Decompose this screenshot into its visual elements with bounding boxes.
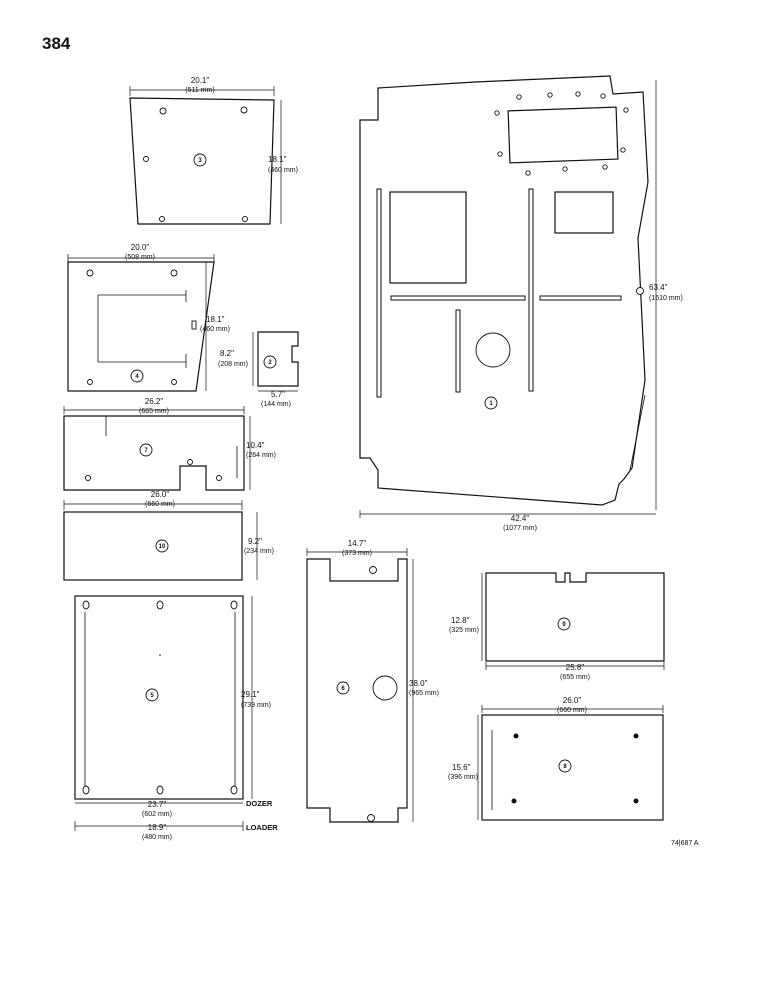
panel-2-height-in: 8.2" [220, 349, 234, 358]
panel-5-dozer-width-mm: (602 mm) [142, 811, 172, 818]
panel-3-number: 3 [198, 158, 202, 164]
panel-4-width-mm: (508 mm) [125, 254, 155, 261]
panel-6-number: 6 [341, 686, 345, 692]
panel-10-width-in: 26.0" [151, 490, 170, 499]
panel-6-height-mm: (965 mm) [409, 690, 439, 697]
panel-5-dozer-width-in: 23.7" [148, 800, 167, 809]
panel-4-height-mm: (460 mm) [200, 326, 230, 333]
page-number: 384 [42, 34, 71, 53]
panel-3-height-mm: (460 mm) [268, 167, 298, 174]
panel-7-height-mm: (264 mm) [246, 452, 276, 459]
panel-8-width-mm: (660 mm) [557, 707, 587, 714]
panel-5-number: 5 [150, 693, 154, 699]
panel-3: 3 20.1" (511 mm) 18.1" (460 mm) [129, 76, 298, 225]
panel-5-loader-width-mm: (480 mm) [142, 834, 172, 841]
panel-5: 5 29.1" (739 mm) 23.7" (602 mm) DOZER 18… [74, 595, 278, 841]
panel-1: 1 63.4" (1610 mm) 42.4" (1077 mm) [359, 75, 683, 532]
panel-4: 4 20.0" (508 mm) 18.1" (460 mm) [67, 243, 230, 392]
panel-6-width-in: 14.7" [348, 539, 367, 548]
panel-2: 2 8.2" (208 mm) 5.7" (144 mm) [218, 331, 299, 408]
panel-10-width-mm: (660 mm) [145, 501, 175, 508]
panel-10-height-in: 9.2" [248, 537, 262, 546]
dozer-label: DOZER [246, 799, 273, 808]
panel-9-number: 9 [562, 622, 566, 628]
panel-2-height-mm: (208 mm) [218, 361, 248, 368]
panel-2-width-in: 5.7" [271, 390, 285, 399]
loader-label: LOADER [246, 823, 278, 832]
panel-1-height-mm: (1610 mm) [649, 295, 683, 302]
panel-4-number: 4 [135, 374, 139, 380]
panel-5-loader-width-in: 18.9" [148, 823, 167, 832]
panel-3-height-in: 18.1" [268, 155, 287, 164]
panel-10: 10 26.0" (660 mm) 9.2" (234 mm) [63, 490, 274, 581]
panel-5-height-in: 29.1" [241, 690, 260, 699]
panel-7-height-in: 10.4" [246, 441, 265, 450]
panel-8-height-mm: (396 mm) [448, 774, 478, 781]
panel-9-height-in: 12.8" [451, 616, 470, 625]
panel-7-number: 7 [144, 448, 148, 454]
panel-8-height-in: 15.6" [452, 763, 471, 772]
panel-8-width-in: 26.0" [563, 696, 582, 705]
panel-8: 8 26.0" (660 mm) 15.6" (396 mm) [448, 696, 664, 821]
panel-10-number: 10 [159, 544, 166, 550]
panel-9-width-in: 25.8" [566, 663, 585, 672]
figure-id: 74|687 A [671, 840, 699, 847]
panel-1-number: 1 [489, 401, 493, 407]
panel-4-width-in: 20.0" [131, 243, 150, 252]
panel-1-width-in: 42.4" [511, 514, 530, 523]
panel-9-width-mm: (655 mm) [560, 674, 590, 681]
panel-3-width-in: 20.1" [191, 76, 210, 85]
panel-7-width-mm: (665 mm) [139, 408, 169, 415]
panel-9: 9 12.8" (325 mm) 25.8" (655 mm) [449, 572, 665, 681]
panel-8-number: 8 [563, 764, 567, 770]
panel-9-height-mm: (325 mm) [449, 627, 479, 634]
panel-7: 7 26.2" (665 mm) 10.4" (264 mm) [63, 397, 276, 491]
panel-7-width-in: 26.2" [145, 397, 164, 406]
panel-6-width-mm: (373 mm) [342, 550, 372, 557]
panel-5-height-mm: (739 mm) [241, 702, 271, 709]
panel-1-width-mm: (1077 mm) [503, 525, 537, 532]
panel-6: 6 14.7" (373 mm) 38.0" (965 mm) [306, 539, 439, 823]
panel-4-height-in: 18.1" [206, 315, 225, 324]
panel-2-number: 2 [268, 360, 272, 366]
panel-2-width-mm: (144 mm) [261, 401, 291, 408]
panel-6-height-in: 38.0" [409, 679, 428, 688]
panel-3-width-mm: (511 mm) [185, 87, 214, 94]
panel-1-height-in: 63.4" [649, 283, 668, 292]
panel-10-height-mm: (234 mm) [244, 548, 274, 555]
